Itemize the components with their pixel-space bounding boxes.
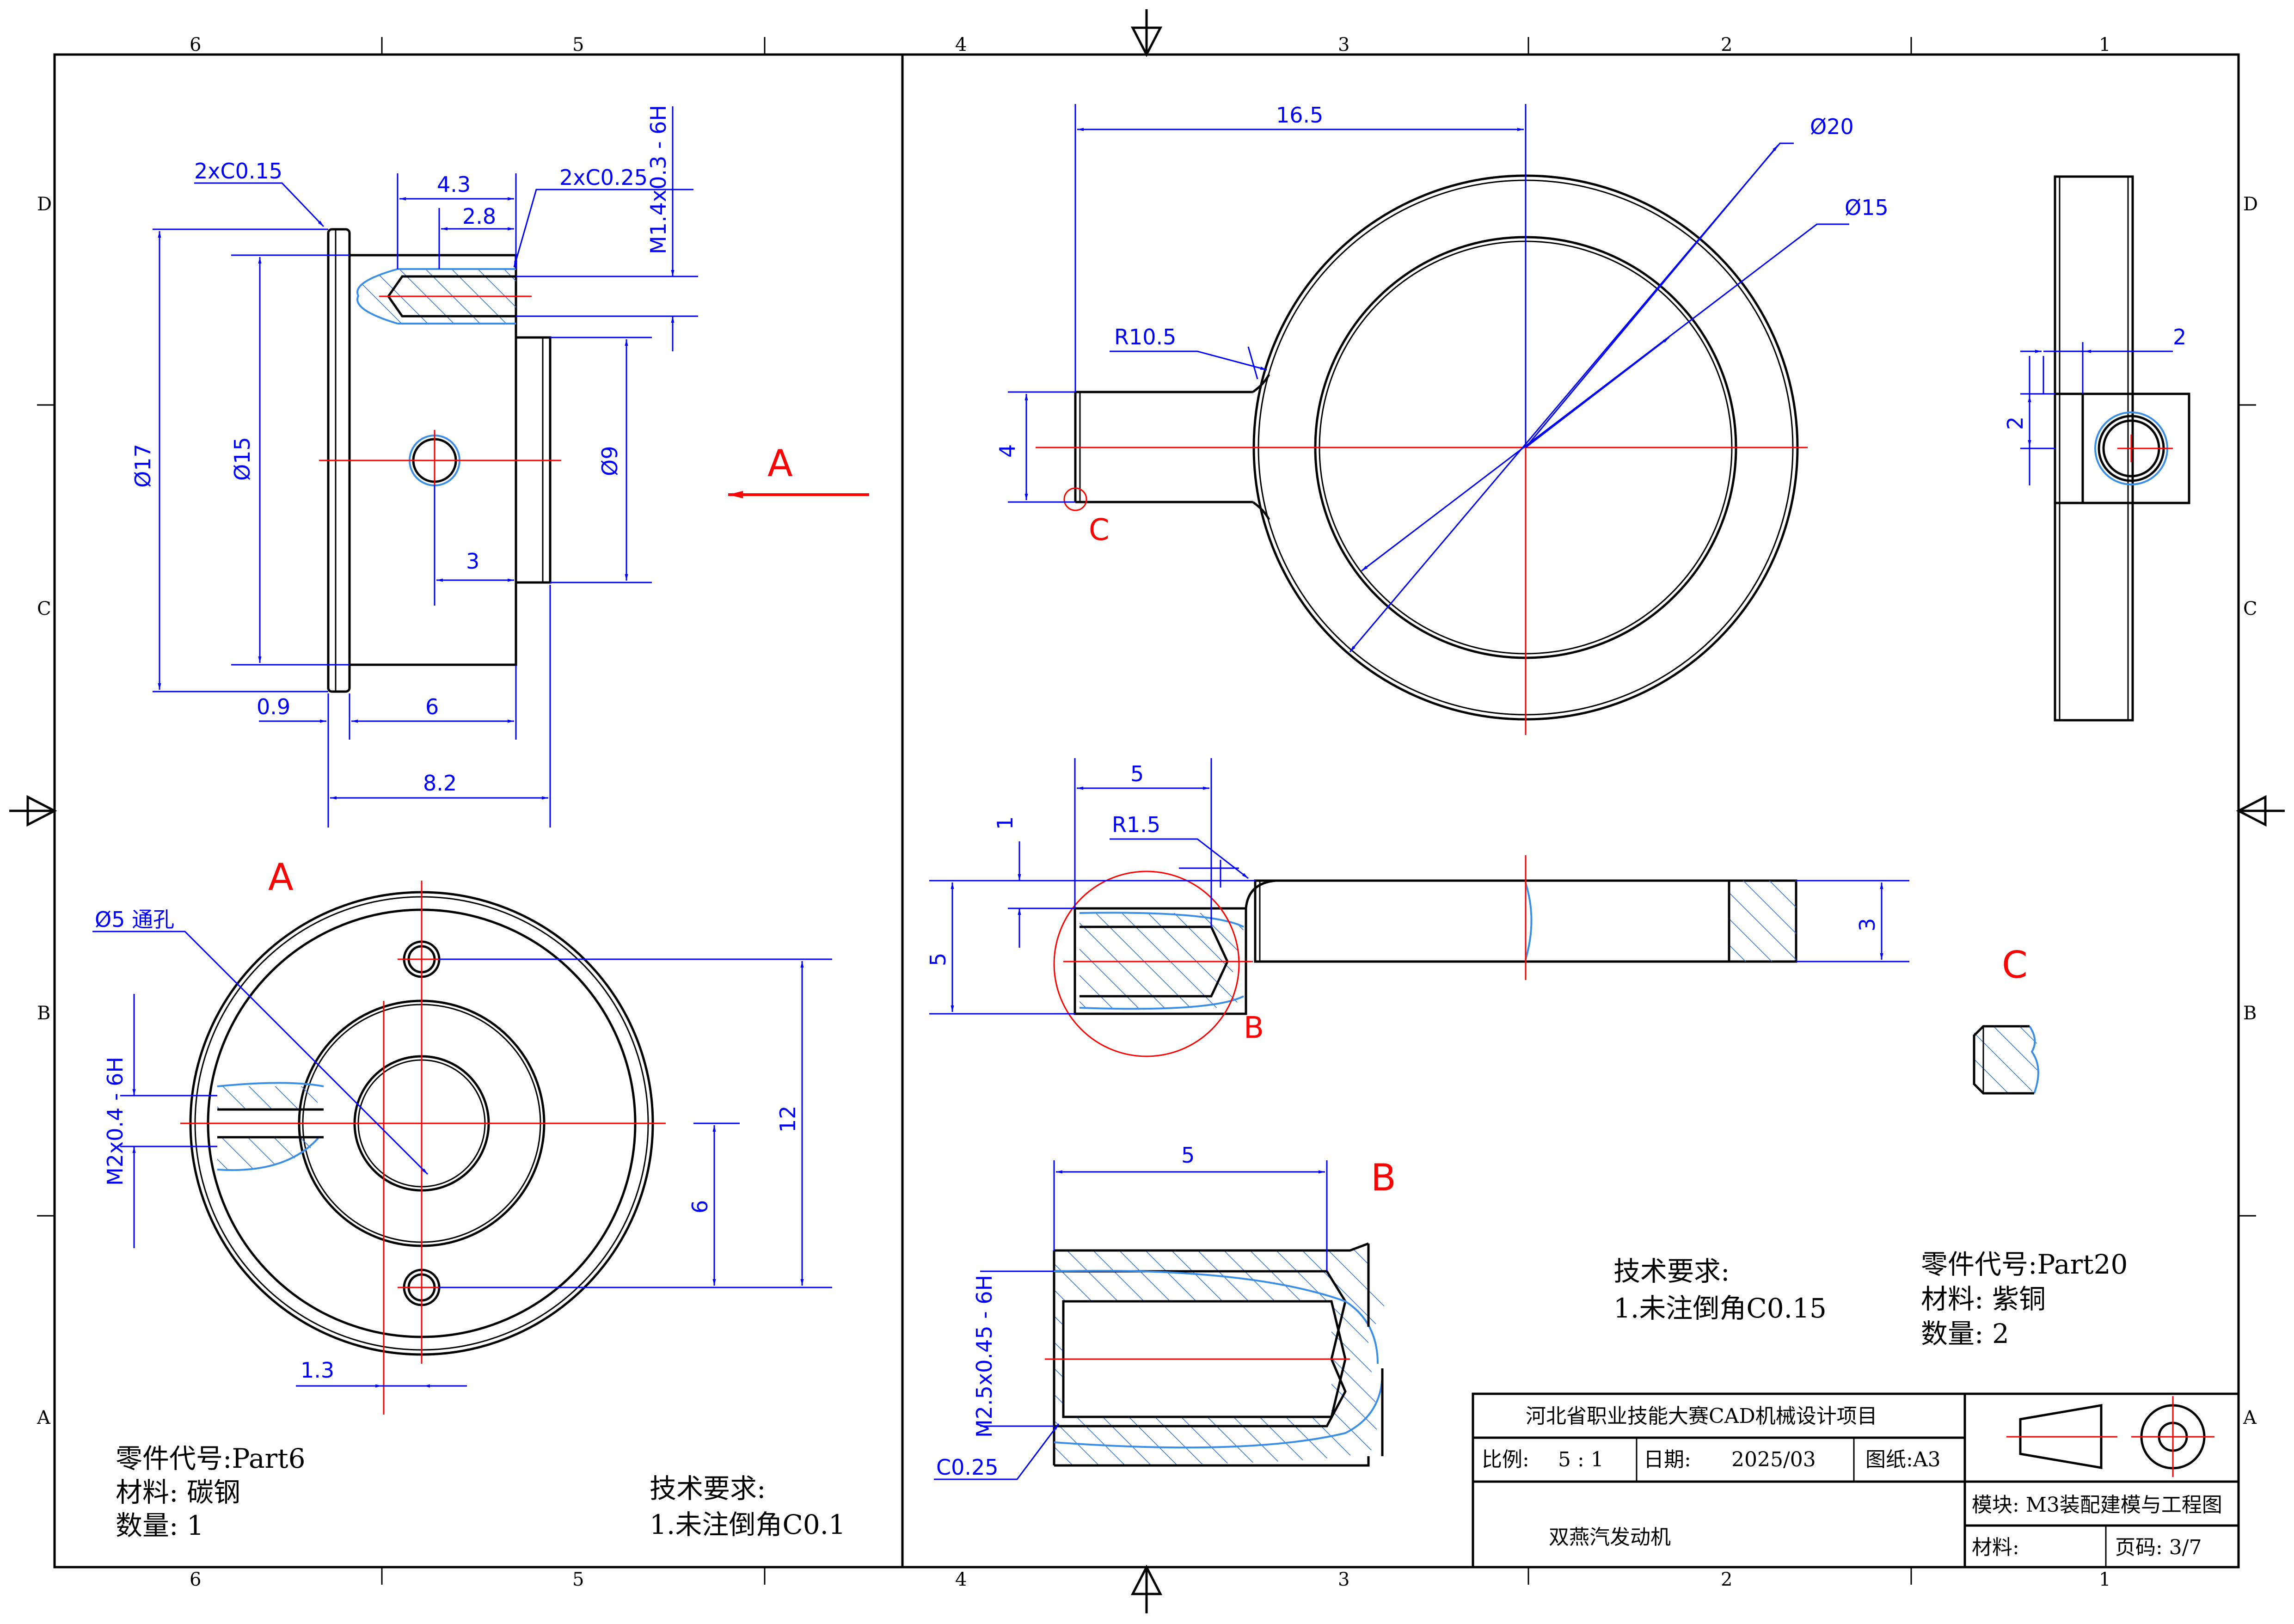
right-notes: 技术要求: 1.未注倒角C0.15 零件代号:Part20 材料: 紫铜 数量:… xyxy=(1613,1249,2128,1349)
dim-chamfer-2xc025: 2xC0.25 xyxy=(559,165,648,190)
dim-5-vertical: 5 xyxy=(926,953,951,966)
zone-row-a-left: A xyxy=(37,1407,51,1428)
dim-dia-9: Ø9 xyxy=(597,446,622,476)
view-a-label: A xyxy=(268,856,294,899)
left-notes: 零件代号:Part6 材料: 碳钢 数量: 1 技术要求: 1.未注倒角C0.1 xyxy=(116,1443,846,1541)
dim-2-width: 2 xyxy=(2173,325,2186,349)
dim-chamfer-c025: C0.25 xyxy=(936,1455,999,1480)
right-tech-title: 技术要求: xyxy=(1613,1256,1730,1287)
zone-col-2-bottom: 2 xyxy=(1721,1569,1732,1590)
zone-col-5-bottom: 5 xyxy=(572,1569,584,1590)
tb-date-label: 日期: xyxy=(1644,1448,1691,1471)
right-section-view: 5 1 R1.5 5 3 B xyxy=(926,758,1909,1057)
zone-row-d-left: D xyxy=(37,194,52,215)
right-side-view: 2 2 xyxy=(2003,175,2190,722)
zone-row-b-left: B xyxy=(37,1003,50,1024)
left-part-code: 零件代号:Part6 xyxy=(116,1443,305,1474)
right-quantity: 数量: 2 xyxy=(1921,1318,2009,1349)
dim-chamfer-2xc015: 2xC0.15 xyxy=(194,159,282,184)
right-material: 材料: 紫铜 xyxy=(1921,1283,2046,1315)
left-side-view: 2xC0.15 2xC0.25 4.3 2.8 M1.4x0.3 - 6H Ø1… xyxy=(130,105,869,827)
zone-col-4-bottom: 4 xyxy=(955,1569,967,1590)
left-tech-title: 技术要求: xyxy=(650,1473,766,1504)
detail-c: C xyxy=(1973,944,2039,1095)
right-part-code: 零件代号:Part20 xyxy=(1921,1249,2128,1280)
tb-scale-label: 比例: xyxy=(1482,1448,1529,1471)
tb-module: 模块: M3装配建模与工程图 xyxy=(1972,1493,2222,1517)
zone-col-6-top: 6 xyxy=(190,34,201,55)
detail-b-label: B xyxy=(1371,1156,1396,1199)
detail-b: B 5 M2.5x0.45 - 6H C0.25 xyxy=(934,1143,1396,1480)
tb-drawing-name: 双燕汽发动机 xyxy=(1549,1526,1671,1549)
zone-col-1-bottom: 1 xyxy=(2099,1569,2110,1590)
tb-project: 河北省职业技能大赛CAD机械设计项目 xyxy=(1526,1404,1877,1428)
dim-thread-m1-4: M1.4x0.3 - 6H xyxy=(646,105,671,254)
dim-5-section: 5 xyxy=(1130,761,1144,786)
dim-1: 1 xyxy=(993,816,1018,830)
tb-sheet-size: 图纸:A3 xyxy=(1865,1448,1941,1471)
dim-2-8: 2.8 xyxy=(462,204,496,229)
dim-2-height: 2 xyxy=(2003,417,2028,430)
dim-r10-5: R10.5 xyxy=(1114,325,1176,349)
left-quantity: 数量: 1 xyxy=(116,1510,204,1541)
zone-col-4-top: 4 xyxy=(955,34,967,55)
zone-col-3-bottom: 3 xyxy=(1338,1569,1349,1590)
dim-4-3: 4.3 xyxy=(437,172,471,197)
zone-col-1-top: 1 xyxy=(2099,34,2110,55)
detail-mark-b: B xyxy=(1244,1011,1264,1045)
dim-r1-5: R1.5 xyxy=(1112,812,1160,837)
dim-thread-m2-5: M2.5x0.45 - 6H xyxy=(972,1275,997,1438)
dim-8-2: 8.2 xyxy=(423,771,457,796)
dim-3: 3 xyxy=(466,549,479,574)
right-front-view: 16.5 Ø20 Ø15 R10.5 4 C xyxy=(995,103,1889,735)
dim-4-height: 4 xyxy=(995,444,1020,458)
dim-dia-15-right: Ø15 xyxy=(1845,195,1889,220)
dim-dia-20: Ø20 xyxy=(1810,114,1854,139)
zone-row-d-right: D xyxy=(2243,194,2258,215)
detail-c-label: C xyxy=(2002,944,2028,987)
right-tech-item: 1.未注倒角C0.15 xyxy=(1613,1293,1827,1324)
left-view-a: A Ø5 通孔 M2x0.4 - 6H 12 6 1.3 xyxy=(92,856,832,1415)
view-arrow-label-a: A xyxy=(767,442,793,485)
zone-col-6-bottom: 6 xyxy=(190,1569,201,1590)
zone-row-c-left: C xyxy=(37,598,51,619)
zone-row-a-right: A xyxy=(2243,1407,2257,1428)
dim-6: 6 xyxy=(425,694,439,719)
dim-6-vertical: 6 xyxy=(687,1200,712,1213)
dim-16-5: 16.5 xyxy=(1276,103,1323,128)
tb-date-value: 2025/03 xyxy=(1731,1448,1816,1471)
dim-5-detail: 5 xyxy=(1181,1143,1195,1168)
zone-col-2-top: 2 xyxy=(1721,34,1732,55)
dim-1-3: 1.3 xyxy=(301,1358,334,1383)
dim-thread-m2: M2x0.4 - 6H xyxy=(103,1057,128,1186)
sheet-border xyxy=(9,9,2285,1613)
tb-page: 页码: 3/7 xyxy=(2115,1536,2202,1559)
dim-hole-d5: Ø5 通孔 xyxy=(95,907,174,932)
dim-dia-17: Ø17 xyxy=(130,444,155,488)
zone-row-b-right: B xyxy=(2243,1003,2257,1024)
left-material: 材料: 碳钢 xyxy=(116,1477,240,1508)
dim-12: 12 xyxy=(775,1105,800,1133)
tb-scale-value: 5 : 1 xyxy=(1558,1448,1604,1471)
tb-material-label: 材料: xyxy=(1972,1536,2019,1559)
zone-col-5-top: 5 xyxy=(572,34,584,55)
zone-col-3-top: 3 xyxy=(1338,34,1349,55)
zone-labels: 6 5 4 3 2 1 6 5 4 3 2 1 D C B A D C B A xyxy=(37,34,2258,1590)
left-tech-item: 1.未注倒角C0.1 xyxy=(650,1509,846,1540)
dim-dia-15: Ø15 xyxy=(230,437,255,481)
zone-row-c-right: C xyxy=(2243,598,2257,619)
dim-3-thickness: 3 xyxy=(1855,918,1880,932)
title-block: 河北省职业技能大赛CAD机械设计项目 比例: 5 : 1 日期: 2025/03… xyxy=(1472,1392,2240,1569)
detail-mark-c: C xyxy=(1089,513,1110,547)
dim-0-9: 0.9 xyxy=(257,694,290,719)
